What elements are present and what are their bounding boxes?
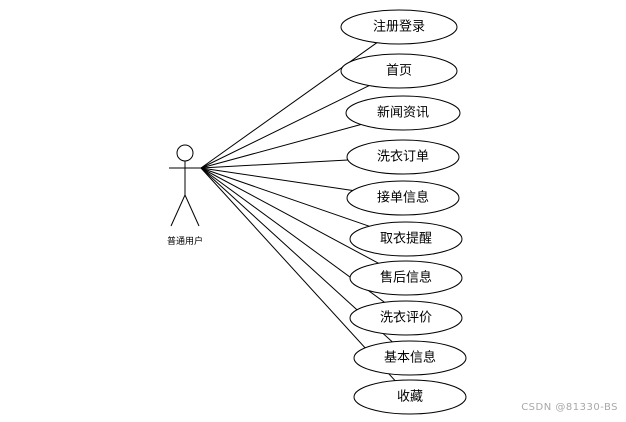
actor-head [176, 144, 194, 162]
actor: 普通用户 [167, 144, 203, 247]
use-case-label: 首页 [386, 64, 412, 79]
use-case-9: 基本信息 [353, 340, 467, 376]
use-case-label: 售后信息 [380, 270, 432, 286]
use-case-ellipse [349, 221, 463, 257]
use-case-3: 新闻资讯 [345, 95, 461, 131]
association-line [200, 124, 362, 169]
use-case-ellipse [353, 340, 467, 376]
association-line [200, 159, 348, 169]
use-case-5: 接单信息 [346, 180, 460, 216]
use-case-ellipse [349, 300, 463, 336]
use-case-4: 洗衣订单 [346, 139, 460, 175]
association-line [200, 167, 396, 381]
use-case-ellipse [340, 9, 458, 45]
use-case-ellipse [346, 139, 460, 175]
use-case-label: 洗衣订单 [377, 149, 429, 165]
use-case-ellipse [345, 95, 461, 131]
use-case-label: 基本信息 [384, 350, 436, 366]
use-case-6: 取衣提醒 [349, 221, 463, 257]
use-case-label: 接单信息 [377, 190, 429, 206]
use-case-2: 首页 [340, 53, 458, 89]
association-line [200, 167, 370, 227]
use-case-1: 注册登录 [340, 9, 458, 45]
use-case-10: 收藏 [353, 379, 467, 415]
actor-left-leg [170, 194, 186, 227]
use-case-7: 售后信息 [349, 260, 463, 296]
use-case-ellipse [353, 379, 467, 415]
use-case-label: 收藏 [397, 390, 423, 405]
association-line [200, 167, 353, 191]
use-case-ellipse [349, 260, 463, 296]
use-case-8: 洗衣评价 [349, 300, 463, 336]
association-line [200, 85, 370, 169]
association-line [200, 167, 379, 264]
use-case-ellipse [346, 180, 460, 216]
watermark: CSDN @81330-BS [521, 402, 618, 413]
use-case-label: 注册登录 [373, 20, 425, 35]
actor-name: 普通用户 [167, 235, 203, 247]
use-case-label: 洗衣评价 [380, 310, 432, 326]
use-case-ellipse [340, 53, 458, 89]
use-case-label: 新闻资讯 [377, 105, 429, 121]
actor-right-leg [184, 194, 200, 227]
use-case-label: 取衣提醒 [380, 231, 432, 247]
